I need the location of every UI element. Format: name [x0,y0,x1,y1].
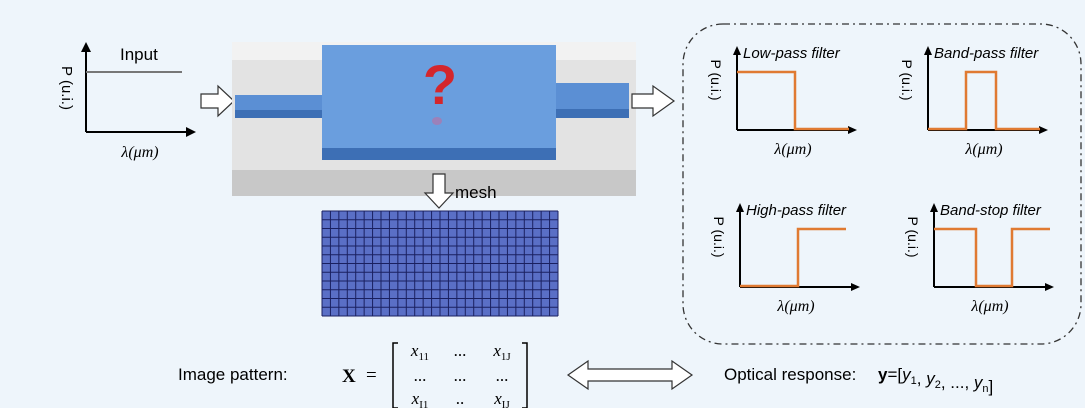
matrix-equals: = [366,365,377,386]
matrix-cell: .. [456,389,465,408]
filter-y-arrowhead [733,46,741,55]
question-reflection [432,117,442,125]
input-ylabel: P (u.i.) [58,66,75,110]
matrix-cell: xIJ [493,389,510,408]
filter-response-curve [740,227,846,288]
filter-y-arrowhead [736,203,744,212]
hollow-right-arrow-icon [200,84,235,118]
input-title: Input [120,45,158,64]
filter-ylabel: P (u.i.) [905,217,921,258]
optical-response-vector: y=[y1, y2, ..., yn] [878,365,993,396]
matrix-cell: ... [496,366,509,385]
input-x-arrowhead [186,127,196,137]
filter-y-arrowhead [930,203,938,212]
mesh-label: mesh [455,183,497,202]
matrix-cell: xI1 [411,389,429,408]
filter-xlabel: λ(μm) [964,141,1002,158]
mesh-grid [321,210,559,317]
filter-title: High-pass filter [746,202,847,219]
filter-title: Band-pass filter [934,45,1039,62]
filter-xlabel: λ(μm) [776,298,814,315]
filter-x-arrowhead [848,126,857,134]
filter-plot-band-pass: Band-pass filter P (u.i.) λ(μm) [899,45,1048,158]
hollow-right-arrow-icon [631,84,676,118]
filter-response-curve [928,70,1040,131]
device: ? [232,42,636,196]
filter-xlabel: λ(μm) [970,298,1008,315]
filter-x-arrowhead [1039,126,1048,134]
filter-ylabel: P (u.i.) [708,60,724,101]
filter-x-arrowhead [1045,283,1054,291]
filter-response-curve [934,227,1050,288]
filter-plot-band-stop: Band-stop filter P (u.i.) λ(μm) [905,202,1054,315]
filter-panel-border [682,23,1082,345]
optical-response-label: Optical response: [724,365,856,384]
hollow-down-arrow-icon [423,173,455,209]
hollow-double-arrow-icon [566,359,694,391]
image-pattern-label: Image pattern: [178,365,288,384]
input-plot: Input P (u.i.) λ(μm) [58,42,196,161]
filter-y-arrowhead [924,46,932,55]
filter-ylabel: P (u.i.) [899,60,915,101]
matrix-cell: x1J [492,341,511,363]
filter-ylabel: P (u.i.) [711,217,727,258]
filter-response-curve [737,70,849,131]
matrix-name: X [342,366,356,387]
matrix-cell: ... [414,366,427,385]
matrix: x11... x1J......... xI1.. xIJ [392,341,528,408]
filter-title: Low-pass filter [743,45,841,62]
right-waveguide [556,83,629,109]
design-region-side [322,148,556,160]
filter-plot-high-pass: High-pass filter P (u.i.) λ(μm) [711,202,860,315]
matrix-right-bracket [522,342,528,408]
left-waveguide [235,95,322,110]
input-xlabel: λ(μm) [120,144,158,161]
matrix-cell: ... [454,366,467,385]
filter-xlabel: λ(μm) [773,141,811,158]
matrix-cell: x11 [410,341,429,363]
matrix-cell: ... [454,341,467,360]
question-mark: ? [423,53,457,116]
filter-title: Band-stop filter [940,202,1042,219]
filter-x-arrowhead [851,283,860,291]
design-region [322,45,556,148]
input-y-arrowhead [81,42,91,52]
matrix-left-bracket [392,342,398,408]
filter-plot-low-pass: Low-pass filter P (u.i.) λ(μm) [708,45,857,158]
